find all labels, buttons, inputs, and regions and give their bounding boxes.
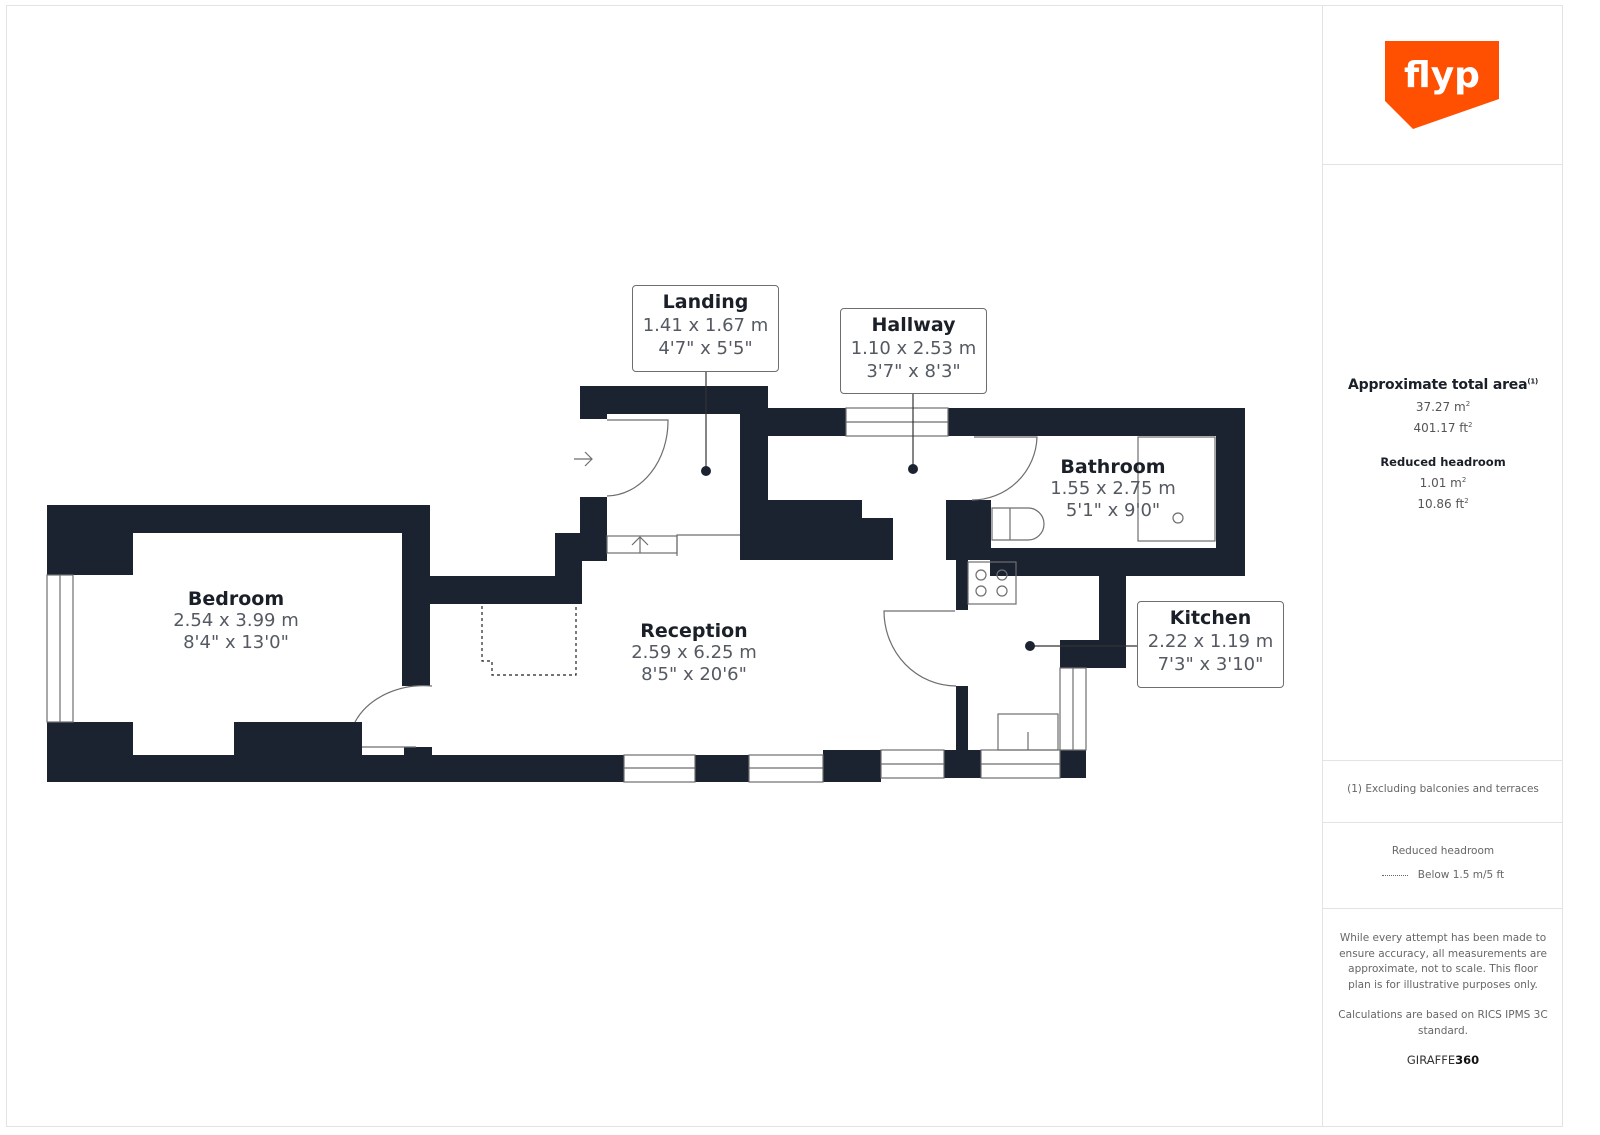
page-frame xyxy=(6,5,1563,1127)
floor-plan-drawing xyxy=(46,371,1245,783)
legend-item-label: Below 1.5 m/5 ft xyxy=(1417,869,1505,881)
room-name: Hallway xyxy=(871,314,956,336)
svg-text:flyp: flyp xyxy=(1404,55,1480,96)
room-label-bathroom: Bathroom 1.55 x 2.75 m 5'1" x 9'0" xyxy=(1023,456,1203,522)
reduced-headroom-ft2: 10.86 ft2 xyxy=(1417,497,1469,511)
room-imperial: 8'4" x 13'0" xyxy=(183,632,289,653)
disclaimer: While every attempt has been made to ens… xyxy=(1337,931,1549,1069)
divider xyxy=(1323,164,1563,165)
room-imperial: 7'3" x 3'10" xyxy=(1157,654,1264,675)
reduced-headroom-title: Reduced headroom xyxy=(1380,455,1506,469)
flyp-logo: flyp xyxy=(1385,41,1499,129)
room-imperial: 4'7" x 5'5" xyxy=(658,338,753,359)
floor-plan: Bedroom 2.54 x 3.99 m 8'4" x 13'0" Recep… xyxy=(46,285,1284,783)
total-area-m2: 37.27 m2 xyxy=(1415,400,1471,414)
accuracy-note: While every attempt has been made to ens… xyxy=(1339,932,1547,991)
walls xyxy=(47,386,1245,782)
legend-title: Reduced headroom xyxy=(1391,845,1495,857)
room-metric: 1.10 x 2.53 m xyxy=(850,338,977,359)
room-imperial: 8'5" x 20'6" xyxy=(641,664,747,685)
room-imperial: 3'7" x 8'3" xyxy=(866,361,961,382)
room-metric: 1.41 x 1.67 m xyxy=(642,315,769,336)
room-metric: 2.54 x 3.99 m xyxy=(173,610,299,631)
room-label-reception: Reception 2.59 x 6.25 m 8'5" x 20'6" xyxy=(594,620,794,686)
giraffe360-credit: GIRAFFE360 xyxy=(1406,1053,1480,1067)
room-callout-kitchen: Kitchen 2.22 x 1.19 m 7'3" x 3'10" xyxy=(1137,601,1284,688)
calculation-note: Calculations are based on RICS IPMS 3C s… xyxy=(1338,1009,1548,1037)
room-name: Bedroom xyxy=(187,588,285,610)
room-name: Kitchen xyxy=(1169,607,1252,629)
divider xyxy=(1323,760,1563,761)
room-metric: 1.55 x 2.75 m xyxy=(1050,478,1176,499)
room-metric: 2.59 x 6.25 m xyxy=(631,642,757,663)
divider xyxy=(1323,822,1563,823)
info-sidebar: flyp Approximate total area(1) 37.27 m2 … xyxy=(1322,5,1563,1127)
room-imperial: 5'1" x 9'0" xyxy=(1065,500,1161,521)
callout-dots xyxy=(701,464,1035,651)
area-footnote: (1) Excluding balconies and terraces xyxy=(1347,783,1539,795)
total-area-title: Approximate total area(1) xyxy=(1347,377,1538,393)
reduced-headroom-m2: 1.01 m2 xyxy=(1419,476,1467,490)
room-label-bedroom: Bedroom 2.54 x 3.99 m 8'4" x 13'0" xyxy=(136,588,336,654)
flyp-logo-icon: flyp xyxy=(1385,41,1499,129)
room-name: Bathroom xyxy=(1060,456,1166,478)
windows-and-doors xyxy=(46,371,1216,783)
divider xyxy=(1323,908,1563,909)
room-callout-hallway: Hallway 1.10 x 2.53 m 3'7" x 8'3" xyxy=(840,308,987,394)
legend-item: Below 1.5 m/5 ft xyxy=(1323,869,1563,881)
legend: Reduced headroom Below 1.5 m/5 ft xyxy=(1323,845,1563,881)
room-metric: 2.22 x 1.19 m xyxy=(1147,631,1274,652)
total-area-ft2: 401.17 ft2 xyxy=(1413,421,1473,435)
room-name: Reception xyxy=(640,620,748,642)
area-summary: Approximate total area(1) 37.27 m2 401.1… xyxy=(1323,377,1563,511)
dotted-line-icon xyxy=(1381,874,1408,876)
room-callout-landing: Landing 1.41 x 1.67 m 4'7" x 5'5" xyxy=(632,285,779,372)
room-name: Landing xyxy=(662,291,749,313)
